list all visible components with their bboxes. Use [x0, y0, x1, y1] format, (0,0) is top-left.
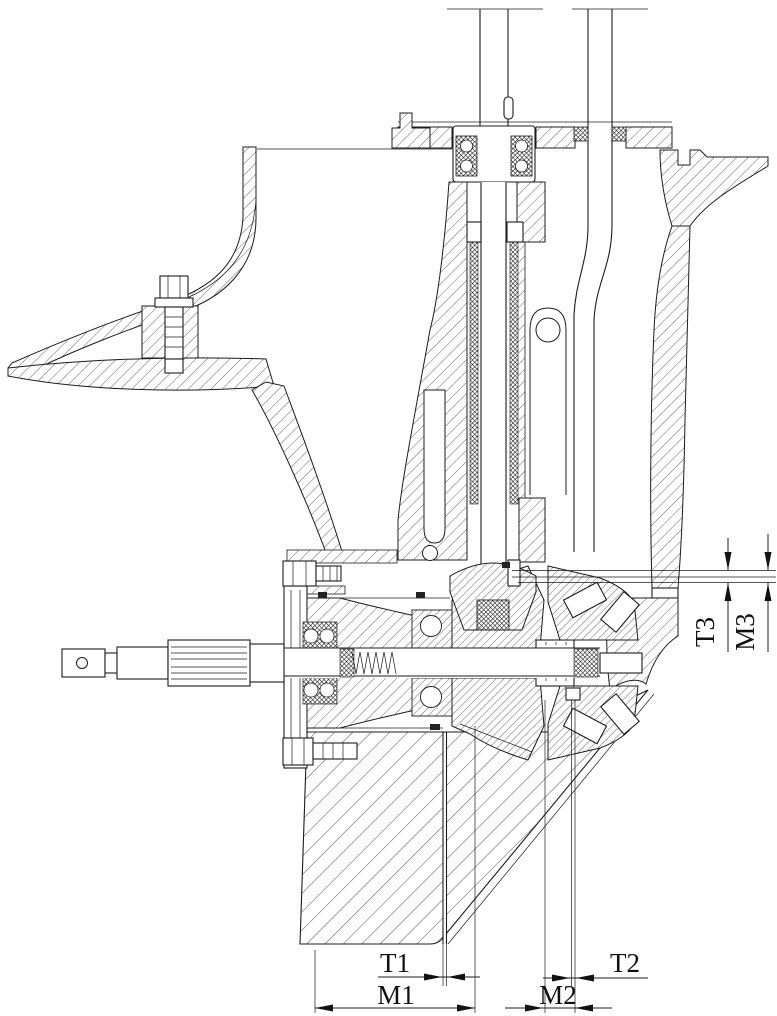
right-top-flange [659, 149, 769, 227]
t2-arrow-left [552, 974, 570, 982]
dimension-label-t3: T3 [690, 617, 720, 647]
dimension-label-t1: T1 [380, 948, 410, 978]
dimension-label-m2: M2 [539, 980, 577, 1010]
dimension-m2: M2 [505, 980, 612, 1012]
o-ring [430, 724, 440, 730]
t1-arrow-right [447, 973, 465, 981]
upper-housing-plate [257, 112, 769, 227]
clutch-spring [351, 651, 397, 675]
m3-arrow-bottom [764, 583, 772, 601]
driveshaft-key [503, 96, 514, 120]
left-wall [397, 181, 468, 561]
dimension-m1: M1 [315, 980, 475, 1012]
shear-pin-hole [76, 657, 88, 669]
mounting-lug [391, 112, 431, 149]
taper-bearings [562, 581, 641, 745]
flange-bolt-bottom [282, 737, 358, 766]
dimension-label-m3: M3 [730, 613, 760, 651]
dimension-m3: M3 [730, 534, 772, 652]
housing-bolt [154, 275, 194, 374]
dimension-label-t2: T2 [610, 948, 640, 978]
pinion-shim [507, 559, 521, 587]
linkage-pin-hole [535, 317, 561, 343]
propeller-shaft [61, 639, 643, 687]
nose-wall [7, 146, 257, 377]
t2-arrow-right [576, 974, 594, 982]
leading-edge-wall [251, 381, 345, 559]
flange-bolt-top [282, 560, 342, 587]
driveshaft-bearing-boss [452, 125, 536, 183]
t3-arrow-top [724, 552, 732, 570]
pinion-gear [449, 562, 537, 631]
o-ring [502, 562, 510, 568]
gearbox-internals [302, 559, 641, 761]
m2-arrow-right [575, 1004, 593, 1012]
shift-rod-tube [572, 8, 648, 552]
shaft-right-end [599, 652, 643, 674]
bolt-hole [422, 545, 438, 561]
dimension-t3: T3 [690, 538, 732, 652]
driveshaft-housing-walls [397, 181, 546, 602]
t1-arrow-left [424, 973, 442, 981]
dimension-label-m1: M1 [377, 980, 415, 1010]
left-gearcase-housing [7, 146, 345, 559]
measure-lines-right [512, 570, 776, 583]
dimension-t1: T1 [378, 948, 480, 981]
water-passage-slot [423, 389, 446, 544]
o-ring [416, 592, 425, 598]
prop-shaft-spline-end [61, 639, 285, 687]
m2-arrow-left [525, 1004, 543, 1012]
shift-linkage [529, 307, 567, 495]
lower-shim [565, 687, 581, 701]
shift-tube-seal-left [573, 126, 589, 142]
m3-arrow-top [764, 552, 772, 570]
driveshaft-sleeve-left [469, 241, 479, 505]
m1-arrow-right [457, 1004, 475, 1012]
m1-arrow-left [315, 1004, 333, 1012]
extension-lines [314, 700, 576, 1013]
dimension-t2: T2 [543, 948, 648, 982]
t3-arrow-bottom [724, 583, 732, 601]
shift-tube-seal-right [611, 126, 627, 142]
pinion-nut [476, 599, 510, 631]
driveshaft-sleeve-right [509, 241, 519, 505]
o-ring [318, 592, 327, 598]
